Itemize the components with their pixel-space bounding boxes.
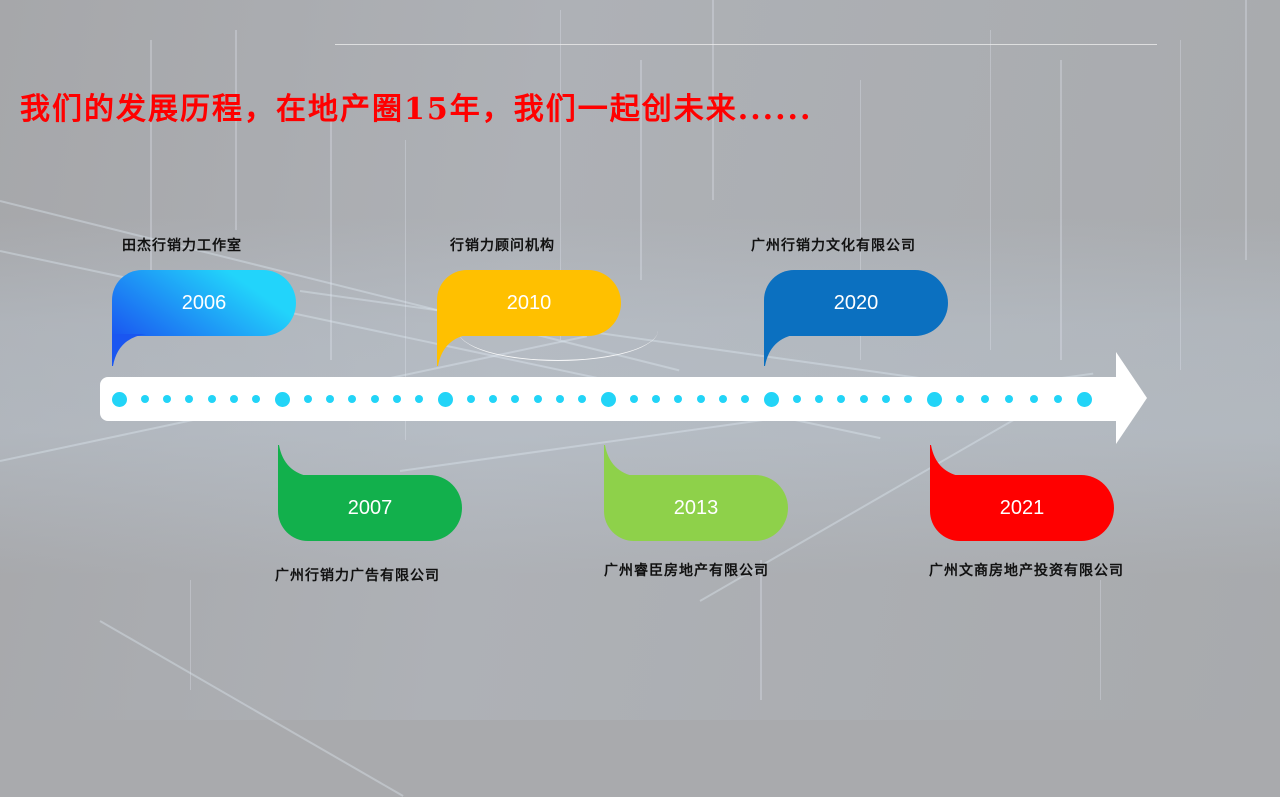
milestone-label: 行销力顾问机构 [450,238,555,254]
background-light-line [330,120,332,360]
decorative-arc [458,300,658,361]
bubble-tail-icon [764,334,798,366]
milestone-label: 广州睿臣房地产有限公司 [604,563,769,579]
timeline-dot [511,395,520,403]
timeline-dot [980,395,989,403]
milestone-dot [437,391,453,407]
bubble-shape [112,270,296,336]
timeline-dot [533,395,542,403]
milestone-dot [763,391,779,407]
timeline-dot [252,395,260,403]
bubble-shape [604,475,788,541]
timeline-dot [1005,395,1013,403]
background-light-line [560,10,561,340]
timeline-dot [370,395,379,403]
timeline-dot [392,395,401,403]
year-text: 2013 [673,496,719,519]
timeline-dot [415,395,423,403]
bubble-shape [278,475,462,541]
bubble-tail-icon [604,445,638,477]
timeline-arrow-icon [1116,352,1147,444]
background-light-line [760,560,762,700]
background-light-line [990,30,991,350]
bubble-tail-icon [437,334,471,366]
timeline-dot [630,395,638,403]
year-text: 2007 [347,496,393,519]
background-light-line [150,40,152,300]
year-bubble: 2021 [930,445,1114,541]
year-bubble: 2010 [437,270,621,366]
timeline-dot [696,395,705,403]
milestone-dot [926,391,942,407]
milestone-label: 广州行销力广告有限公司 [275,568,440,584]
background-image [0,0,1280,720]
timeline-dot [326,395,335,403]
timeline-dot [859,395,868,403]
timeline-dot [815,395,824,403]
year-text: 2010 [506,291,552,314]
background-light-line [235,30,237,230]
timeline-dot [207,395,216,403]
timeline-dot [141,395,149,403]
timeline-dot [652,395,661,403]
timeline-dot [741,395,749,403]
milestone-dot [111,391,127,407]
timeline-dot [837,395,846,403]
milestone-label: 田杰行销力工作室 [122,238,242,254]
year-bubble: 2007 [278,445,462,541]
bubble-shape [437,270,621,336]
background-light-line [712,0,714,200]
timeline-dot [555,395,564,403]
bubble-tail-icon [930,445,964,477]
background-light-line [1100,580,1101,700]
timeline-dot [904,395,912,403]
timeline-dot [1054,395,1062,403]
milestone-dot [600,391,616,407]
year-text: 2021 [999,496,1045,519]
year-bubble: 2013 [604,445,788,541]
timeline-dot [489,395,498,403]
background-light-line [1060,60,1062,360]
bubble-shape [764,270,948,336]
year-bubble: 2020 [764,270,948,366]
timeline-dot [185,395,194,403]
timeline-dot [718,395,727,403]
year-text: 2006 [181,291,227,314]
year-bubble: 2006 [112,270,296,366]
milestone-label: 广州文商房地产投资有限公司 [929,563,1124,579]
background-light-line [1180,40,1181,370]
background-light-line [1245,0,1247,260]
background-light-line [640,60,642,280]
timeline-dot [956,395,964,403]
bubble-tail-icon [278,445,312,477]
timeline-dot [348,395,357,403]
timeline-dot [467,395,475,403]
milestone-dot [274,391,290,407]
timeline-dot [163,395,172,403]
timeline-dot [674,395,683,403]
background-light-line [190,580,191,690]
timeline-dot [881,395,890,403]
milestone-dot [1076,391,1092,407]
background-light-line [860,80,861,360]
milestone-label: 广州行销力文化有限公司 [751,238,916,254]
timeline-dot [1029,395,1038,403]
timeline-dot [578,395,586,403]
background-light-line [405,140,406,440]
year-text: 2020 [833,291,879,314]
decorative-line [335,44,1157,45]
timeline-dot [304,395,312,403]
timeline-dot [229,395,238,403]
bubble-shape [930,475,1114,541]
slide-title: 我们的发展历程，在地产圈15年，我们一起创未来...... [20,92,813,127]
timeline-dot [793,395,801,403]
bubble-tail-icon [112,334,146,366]
